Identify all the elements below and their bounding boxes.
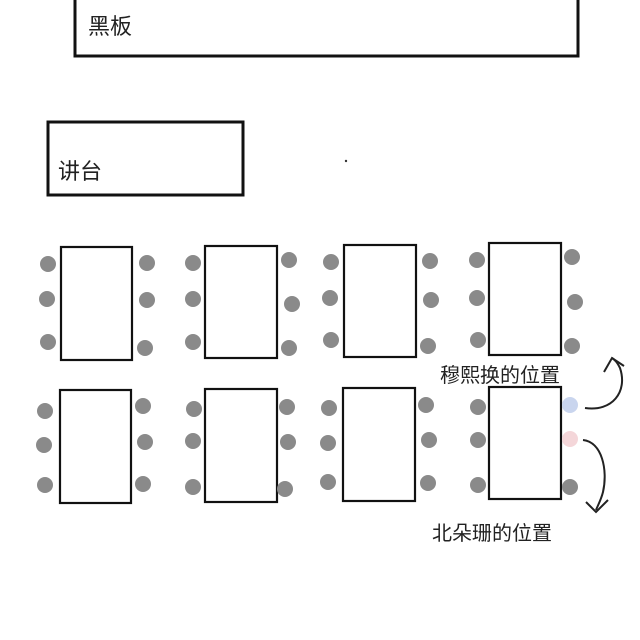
seat [185,479,201,495]
seat [137,434,153,450]
desk [59,245,134,362]
seat [186,401,202,417]
desk [203,387,279,504]
seat [139,255,155,271]
seat [322,290,338,306]
seat [281,252,297,268]
podium [46,120,245,197]
seat [40,256,56,272]
desk [342,243,418,359]
seat [323,332,339,348]
bei-duoshan-seat [562,431,578,447]
seat [470,432,486,448]
seat [470,477,486,493]
desk [487,241,563,357]
seat [423,292,439,308]
blackboard [73,0,580,58]
seat [185,334,201,350]
mu-xihuan-label: 穆熙换的位置 [440,363,560,387]
bei-duoshan-arrow [582,439,606,511]
seat [281,340,297,356]
seat [36,437,52,453]
seat [37,477,53,493]
seat [279,399,295,415]
seat [135,398,151,414]
seat [567,294,583,310]
bei-duoshan-arrowhead [585,499,609,514]
desk [58,388,133,505]
seat [421,432,437,448]
seat [139,292,155,308]
seat [37,403,53,419]
seat [320,435,336,451]
seat [562,479,578,495]
desk [487,385,563,501]
seat [420,338,436,354]
mu-xihuan-arrowhead [603,356,625,373]
blackboard-label: 黑板 [88,15,132,40]
seat [185,255,201,271]
mu-xihuan-arrow [584,357,623,410]
seat [323,254,339,270]
seat [321,400,337,416]
seat [40,334,56,350]
seat [469,290,485,306]
seat [185,291,201,307]
seat [418,397,434,413]
bei-duoshan-label: 北朵珊的位置 [432,521,552,545]
seat [564,338,580,354]
seat [470,399,486,415]
seat [564,249,580,265]
desk [341,386,417,503]
desk-grid [36,241,583,505]
seat [39,291,55,307]
seat [137,340,153,356]
seat [422,253,438,269]
seat [469,252,485,268]
seat [277,481,293,497]
stray-dot [344,159,348,163]
seat [135,476,151,492]
seat [320,474,336,490]
seat [284,296,300,312]
seat [470,332,486,348]
seat [185,433,201,449]
seat [420,475,436,491]
desk [203,244,279,360]
mu-xihuan-seat [562,397,578,413]
seat [280,434,296,450]
podium-label: 讲台 [58,160,102,185]
